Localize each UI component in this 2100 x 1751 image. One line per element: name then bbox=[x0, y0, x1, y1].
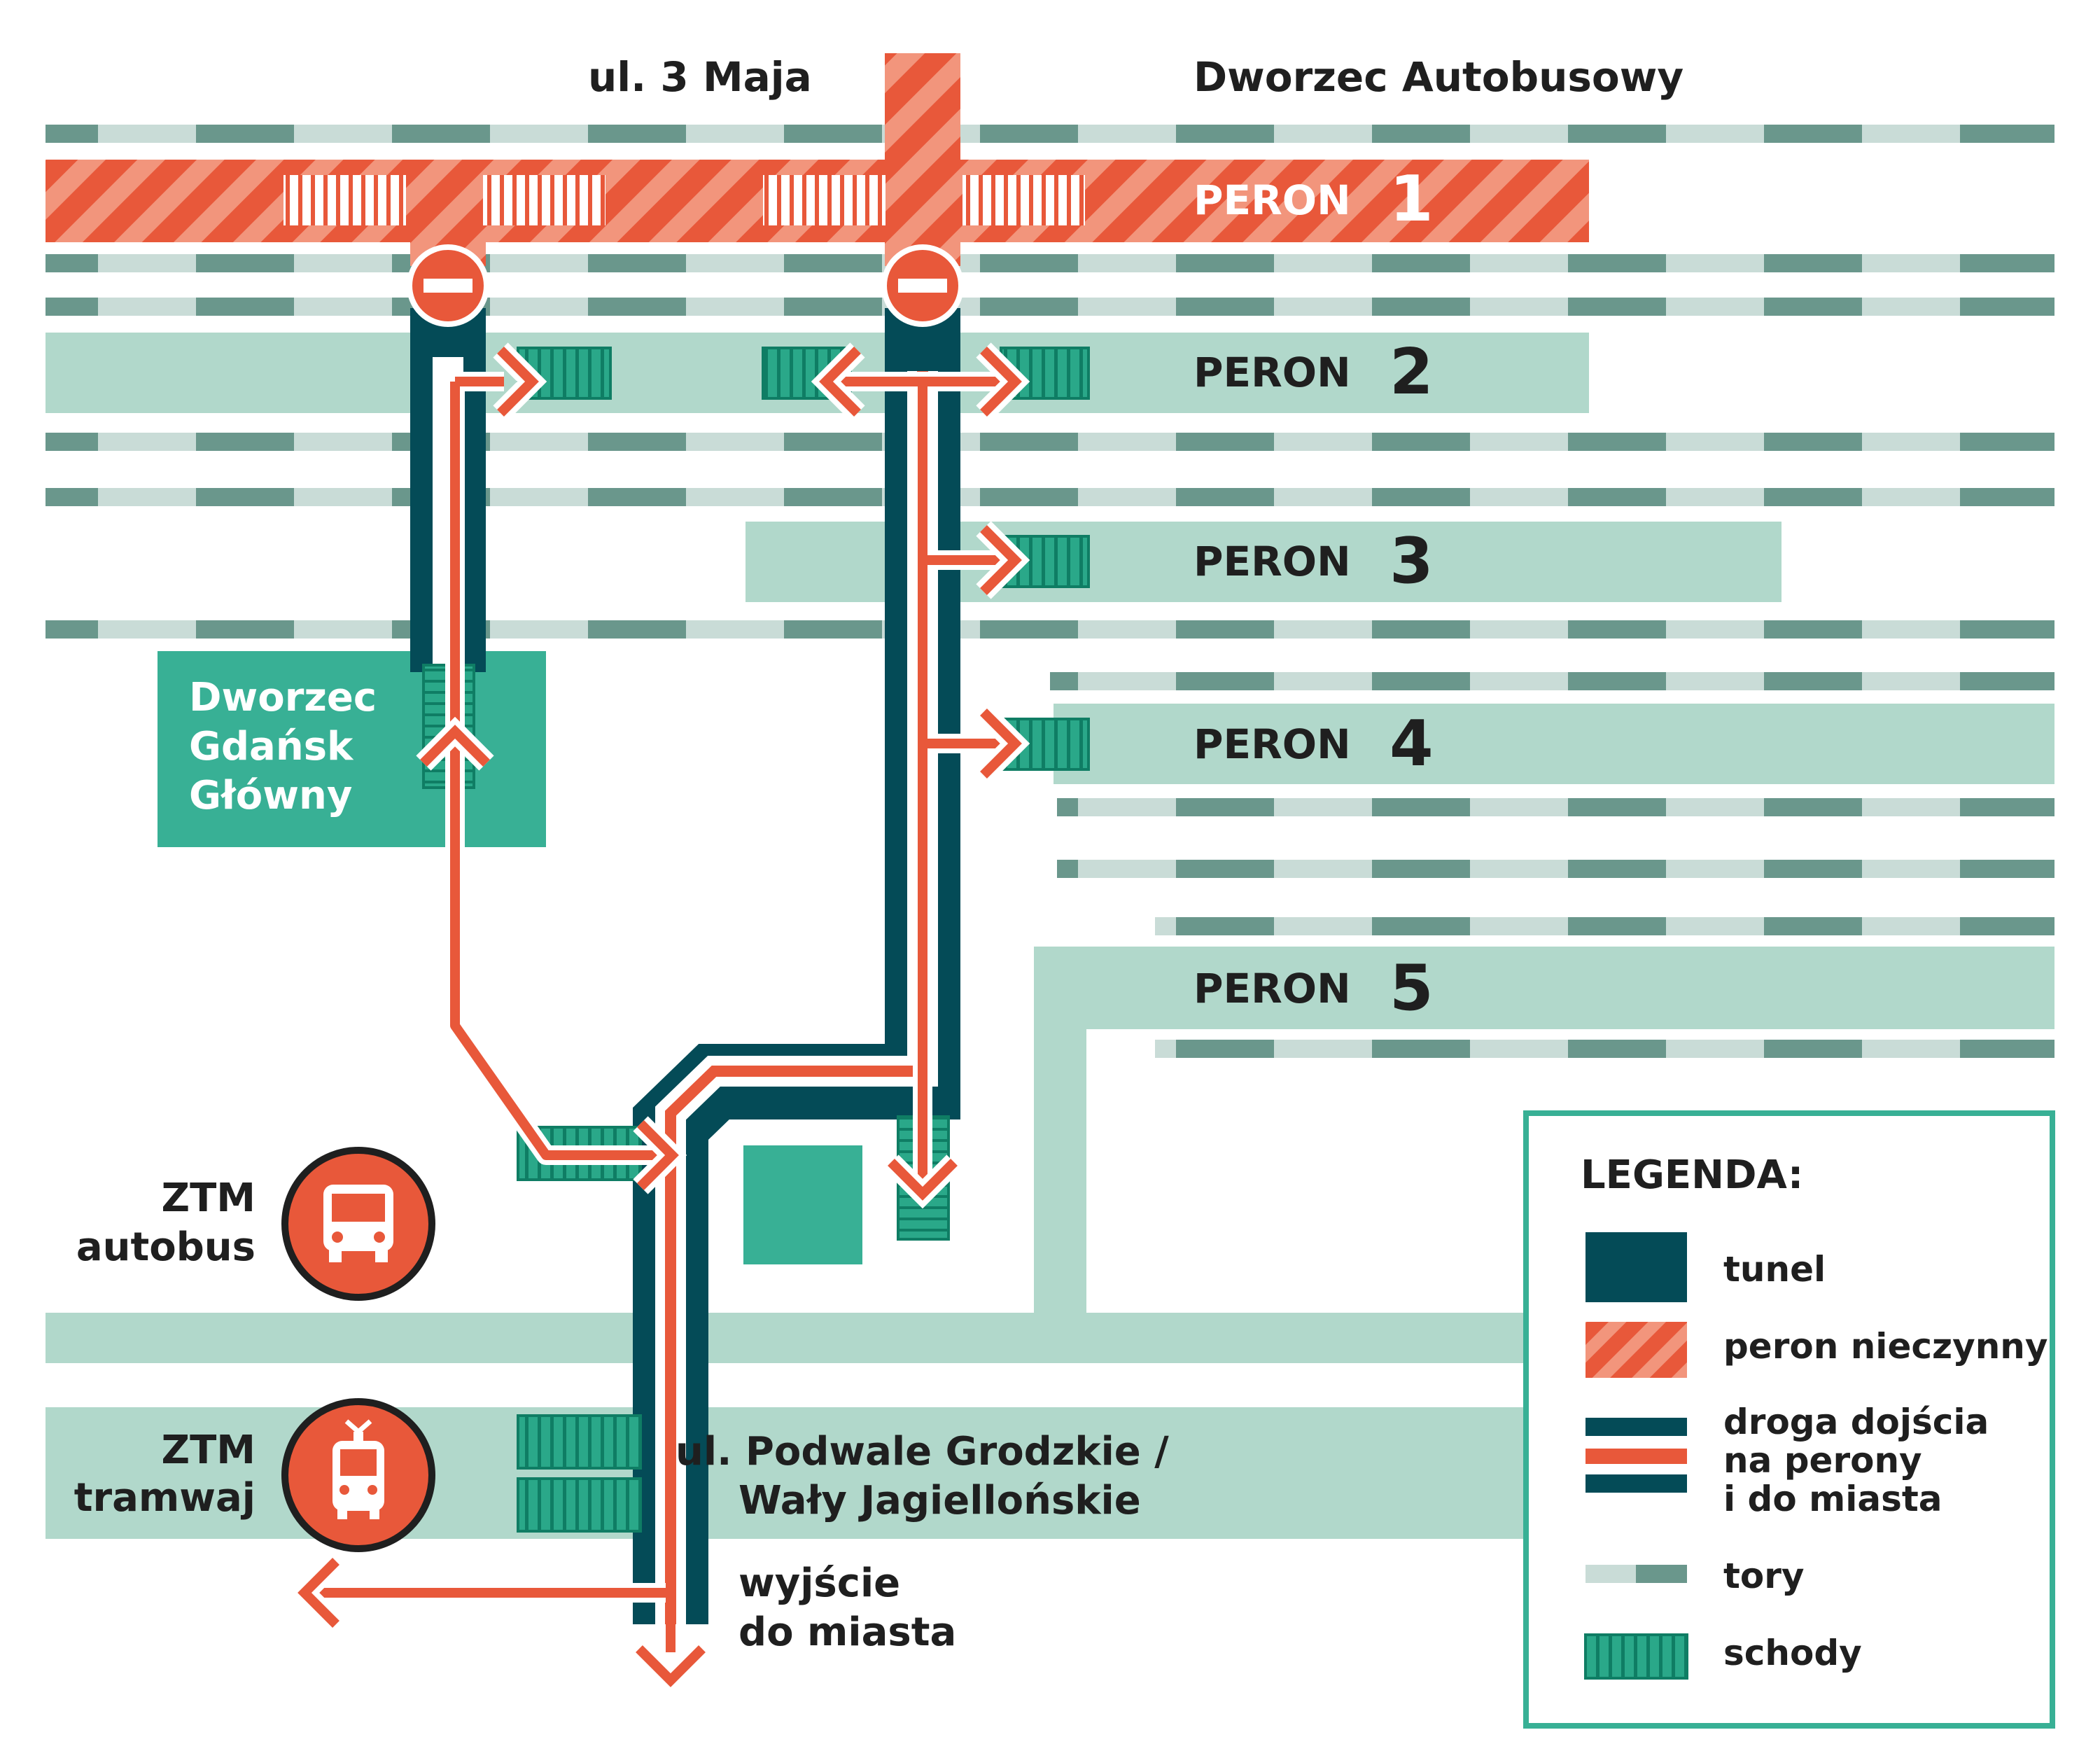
bus-icon bbox=[281, 1147, 435, 1301]
track bbox=[1050, 672, 2054, 690]
legend-stairs-swatch bbox=[1584, 1633, 1688, 1680]
svg-text:autobus: autobus bbox=[76, 1225, 255, 1270]
platform-3-label: PERON bbox=[1194, 538, 1351, 585]
building-block bbox=[743, 1145, 862, 1264]
track bbox=[1155, 1040, 2054, 1058]
street-label-podwale: ul. Podwale Grodzkie / bbox=[676, 1429, 1169, 1474]
bus-stop: ZTM autobus bbox=[76, 1147, 435, 1301]
station-label: Dworzec Gdańsk Główny bbox=[189, 675, 377, 818]
svg-text:Główny: Główny bbox=[189, 773, 352, 818]
track bbox=[46, 298, 2054, 316]
exit-label-line2: do miasta bbox=[738, 1610, 956, 1655]
platform-labels: PERON 1 PERON 2 PERON 3 PERON 4 PERON 5 bbox=[1194, 162, 1434, 1025]
exit-label-line1: wyjście bbox=[738, 1561, 900, 1606]
no-entry-sign-right bbox=[881, 244, 964, 327]
legend-title: LEGENDA: bbox=[1581, 1152, 1803, 1198]
legend: LEGENDA: tunel peron nieczynny droga doj… bbox=[1523, 1110, 2055, 1729]
platform-2-number: 2 bbox=[1390, 335, 1434, 409]
platform-5-number: 5 bbox=[1390, 951, 1434, 1025]
legend-tunnel-swatch bbox=[1586, 1232, 1687, 1302]
closed-stairs bbox=[284, 175, 1085, 225]
tram-icon bbox=[281, 1398, 435, 1552]
legend-tunnel-label: tunel bbox=[1723, 1249, 1826, 1290]
legend-closed-swatch bbox=[1586, 1322, 1687, 1378]
track bbox=[1155, 917, 2054, 935]
legend-stairs-label: schody bbox=[1723, 1633, 1862, 1673]
track bbox=[46, 433, 2054, 451]
street-label-waly: Wały Jagiellońskie bbox=[738, 1478, 1141, 1523]
platform-3-number: 3 bbox=[1390, 524, 1434, 598]
legend-route-line3: i do miasta bbox=[1723, 1479, 1942, 1519]
platform-4 bbox=[1054, 704, 2054, 784]
legend-tracks-swatch bbox=[1586, 1565, 1687, 1583]
street-label-3-maja: ul. 3 Maja bbox=[588, 53, 812, 101]
platform-4-label: PERON bbox=[1194, 720, 1351, 768]
track bbox=[46, 125, 2054, 143]
bus-station-label: Dworzec Autobusowy bbox=[1194, 53, 1684, 101]
track bbox=[46, 620, 2054, 639]
platform-2-label: PERON bbox=[1194, 349, 1351, 396]
svg-text:Dworzec: Dworzec bbox=[189, 675, 377, 720]
track bbox=[1057, 860, 2054, 878]
svg-text:Gdańsk: Gdańsk bbox=[189, 724, 354, 769]
legend-route-line2: na perony bbox=[1723, 1440, 1922, 1481]
platform-1-number: 1 bbox=[1390, 162, 1434, 236]
tracks bbox=[46, 125, 2054, 1058]
track bbox=[46, 488, 2054, 506]
platform-1-label: PERON bbox=[1194, 176, 1351, 224]
platform-5-label: PERON bbox=[1194, 965, 1351, 1012]
svg-text:ZTM: ZTM bbox=[161, 1176, 255, 1221]
track bbox=[46, 254, 2054, 272]
closed-walkway bbox=[885, 53, 960, 179]
svg-text:ZTM: ZTM bbox=[161, 1428, 255, 1473]
legend-route-swatch bbox=[1586, 1418, 1687, 1493]
track bbox=[1057, 798, 2054, 816]
legend-tracks-label: tory bbox=[1723, 1556, 1805, 1596]
platform-5 bbox=[1034, 947, 2054, 1029]
platform-5-connector bbox=[1034, 947, 1086, 1318]
street-strip bbox=[46, 1313, 1526, 1363]
svg-text:tramwaj: tramwaj bbox=[74, 1475, 255, 1521]
platform-4-number: 4 bbox=[1390, 707, 1434, 781]
no-entry-sign-left bbox=[407, 244, 489, 327]
legend-route-line1: droga dojścia bbox=[1723, 1402, 1989, 1442]
tram-stop: ZTM tramwaj bbox=[74, 1398, 435, 1552]
legend-closed-label: peron nieczynny bbox=[1723, 1326, 2047, 1367]
walking-routes bbox=[308, 372, 1001, 1652]
